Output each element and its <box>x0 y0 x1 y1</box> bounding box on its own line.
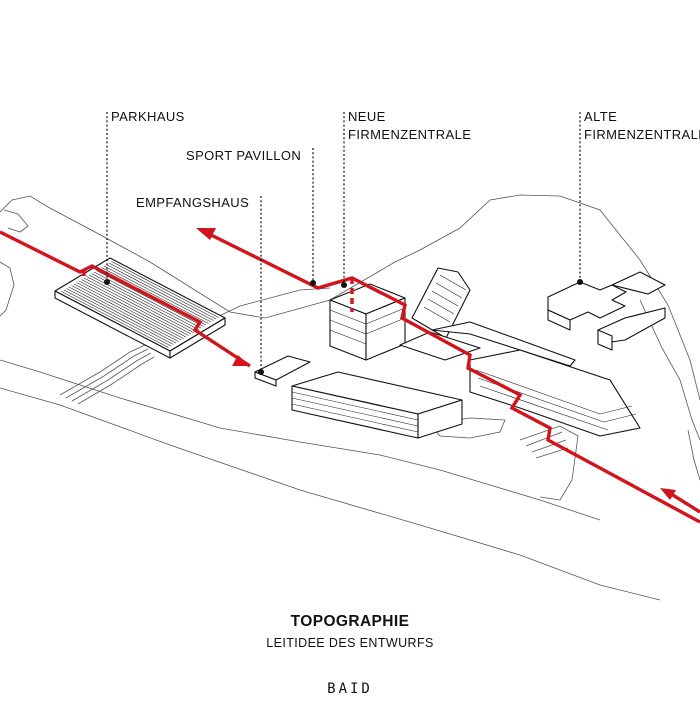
route-main-line <box>0 230 251 368</box>
main-route <box>0 228 700 524</box>
alte-firmenzentrale-building <box>547 271 666 351</box>
terrain-east-2 <box>687 429 700 481</box>
route-arrow-east <box>660 488 676 500</box>
label-parkhaus: PARKHAUS <box>111 109 185 124</box>
label-alte-line1: ALTE <box>584 109 617 124</box>
terraced-building <box>399 321 641 437</box>
site-edge-south <box>0 387 661 601</box>
parkhaus-deck-line <box>81 279 189 336</box>
label-neue-line2: FIRMENZENTRALE <box>348 127 471 142</box>
parkhaus-deck-line <box>63 289 172 347</box>
label-neue-line1: NEUE <box>348 109 386 124</box>
leader-dot-empfang <box>258 369 264 375</box>
sport-pavillon-building <box>291 371 463 439</box>
label-empfangshaus: EMPFANGSHAUS <box>136 195 249 210</box>
slab-building <box>411 267 471 339</box>
brand-logo: BAID <box>327 681 373 697</box>
terrain-left-2 <box>3 209 29 233</box>
parkhaus-deck-line <box>61 291 169 348</box>
caption-title: TOPOGRAPHIE <box>291 613 410 630</box>
terrain-mid <box>214 287 331 319</box>
terrain-se <box>519 425 579 501</box>
parkhaus-deck-line <box>108 262 217 320</box>
road-edge <box>0 359 601 521</box>
site-outline <box>0 194 700 601</box>
leader-dot-alte <box>577 279 583 285</box>
parkhaus-deck-line <box>73 283 182 341</box>
parkhaus-deck-line <box>66 288 174 345</box>
leader-dot-neue <box>341 282 347 288</box>
leaders <box>104 112 583 375</box>
parkhaus-deck-line <box>71 285 179 342</box>
route-arrow-empfang <box>232 355 250 366</box>
parkhaus-deck-line <box>96 270 204 327</box>
parkhaus-building <box>54 257 226 359</box>
parkhaus-deck-line <box>101 267 209 324</box>
parkhaus-deck-line <box>106 264 214 321</box>
route-upper-line <box>204 230 700 524</box>
parkhaus-deck-line <box>76 282 184 339</box>
parkhaus-deck-line <box>78 280 187 338</box>
label-alte-line2: FIRMENZENTRALE <box>584 127 700 142</box>
route-arrow-west <box>196 228 216 240</box>
route-east-stub <box>667 490 700 514</box>
label-sport-pavillon: SPORT PAVILLON <box>186 148 301 163</box>
empfangshaus-building <box>254 355 311 387</box>
neue-firmenzentrale-building <box>329 283 406 361</box>
terrain-stairs <box>59 344 155 405</box>
parkhaus-deck-line <box>93 271 202 329</box>
parkhaus-deck-line <box>86 276 194 333</box>
parkhaus-deck-line <box>68 286 177 344</box>
parkhaus-deck-line <box>111 261 219 318</box>
site-boundary <box>0 194 700 401</box>
terrain-left <box>0 261 15 317</box>
labels: PARKHAUS NEUE FIRMENZENTRALE SPORT PAVIL… <box>111 109 700 210</box>
leader-dot-parkhaus <box>104 279 110 285</box>
leader-dot-sport <box>310 280 316 286</box>
parkhaus-deck-line <box>103 265 212 323</box>
terrain-south-blob <box>429 417 506 439</box>
parkhaus-deck-line <box>83 277 192 335</box>
caption-subtitle: LEITIDEE DES ENTWURFS <box>266 636 433 650</box>
